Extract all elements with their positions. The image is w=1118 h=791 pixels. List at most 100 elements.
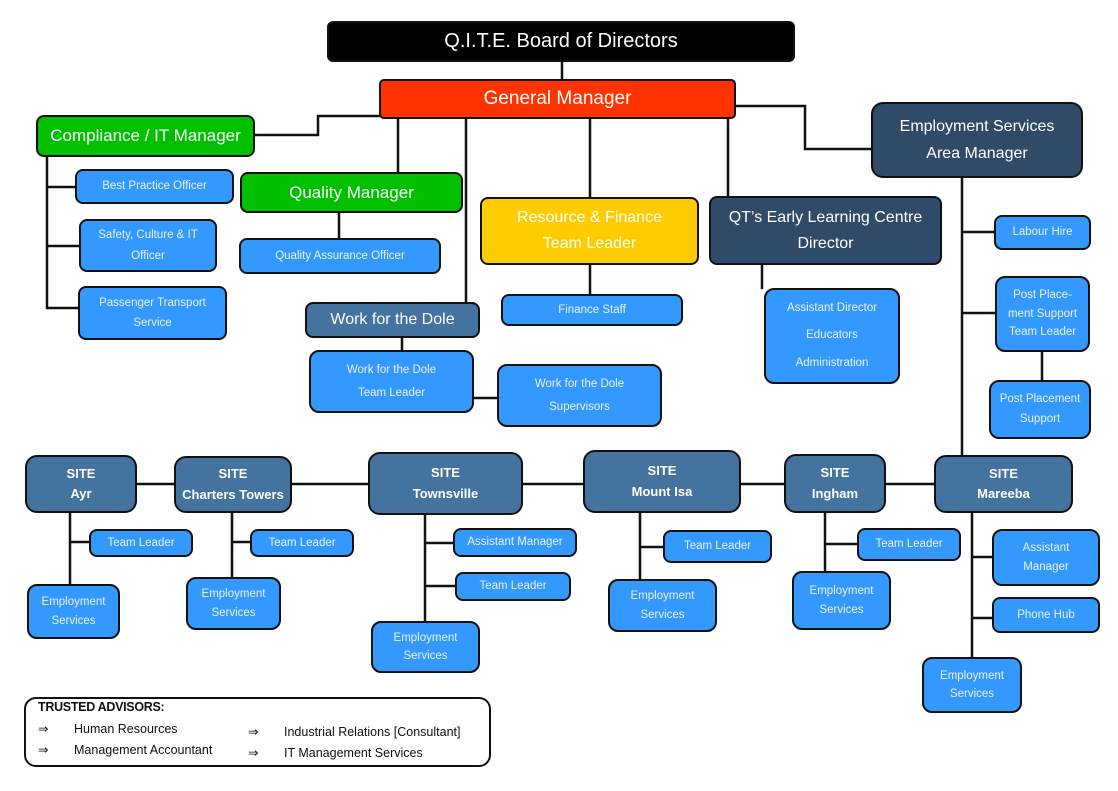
compliance-label: Compliance / IT Manager (50, 126, 241, 146)
ingham-employment-services-box: Employment Services (792, 571, 891, 630)
role-label: Support (1019, 412, 1061, 425)
connector (638, 513, 664, 579)
role-label: Quality Assurance Officer (275, 249, 405, 262)
general-manager-box: General Manager (379, 79, 736, 119)
role-label: ment Support (1007, 307, 1078, 320)
quality-assurance-officer-box: Quality Assurance Officer (239, 238, 441, 274)
role-label: Manager (1023, 560, 1069, 573)
site-charters-towers-box: SITE Charters Towers (174, 456, 292, 513)
role-label: Services (640, 608, 685, 621)
board-label: Q.I.T.E. Board of Directors (444, 30, 678, 52)
role-label: Assistant Manager (467, 536, 563, 549)
resource-finance-team-leader-box: Resource & Finance Team Leader (480, 197, 699, 265)
site-title: SITE (647, 463, 677, 479)
role-label: Safety, Culture & IT (98, 229, 198, 242)
role-label: Phone Hub (1017, 608, 1075, 621)
role-label: Best Practice Officer (102, 180, 207, 193)
early-learning-label: QT’s Early Learning Centre (728, 208, 923, 226)
site-mount-isa-box: SITE Mount Isa (583, 450, 741, 513)
early-learning-label: Director (797, 234, 854, 252)
townsville-team-leader-box: Team Leader (455, 572, 571, 601)
mount-isa-team-leader-box: Team Leader (663, 530, 772, 563)
role-label: Services (949, 688, 995, 700)
role-label: Employment (201, 588, 266, 601)
role-label: Finance Staff (558, 303, 626, 316)
connector (823, 513, 858, 572)
early-learning-centre-director-box: QT’s Early Learning Centre Director (709, 196, 942, 265)
post-placement-team-leader-box: Post Place- ment Support Team Leader (995, 276, 1090, 352)
connector (255, 114, 380, 137)
connector (970, 513, 993, 658)
connector (230, 513, 250, 578)
arrow-icon: ⇒ (38, 743, 49, 757)
work-for-the-dole-label: Work for the Dole (330, 311, 455, 328)
site-title: SITE (431, 465, 460, 481)
trusted-advisors-title: TRUSTED ADVISORS: (38, 700, 165, 714)
connector (423, 515, 456, 622)
site-townsville-box: SITE Townsville (368, 452, 523, 515)
passenger-transport-service-box: Passenger Transport Service (78, 286, 227, 340)
advisor-item: ⇒Industrial Relations [Consultant] (248, 724, 460, 739)
role-label: Educators (806, 329, 858, 342)
site-name: Mareeba (977, 486, 1030, 501)
resource-finance-label: Resource & Finance (517, 209, 662, 227)
role-label: Assistant Director (786, 301, 878, 314)
role-label: Post Place- (1013, 289, 1072, 302)
role-label: Services (403, 650, 448, 662)
ingham-team-leader-box: Team Leader (857, 528, 961, 561)
charters-employment-services-box: Employment Services (186, 577, 281, 630)
role-label: Services (51, 614, 96, 627)
quality-manager-label: Quality Manager (289, 182, 414, 202)
role-label: Services (211, 606, 256, 619)
advisor-item: ⇒Management Accountant (38, 742, 212, 757)
townsville-assistant-manager-box: Assistant Manager (453, 528, 577, 557)
labour-hire-box: Labour Hire (994, 215, 1091, 250)
connector (960, 178, 1044, 455)
connector (68, 513, 90, 584)
board-of-directors-box: Q.I.T.E. Board of Directors (327, 21, 795, 62)
ayr-team-leader-box: Team Leader (89, 529, 193, 557)
role-label: Team Leader (875, 538, 943, 551)
role-label: Employment (393, 631, 458, 644)
site-title: SITE (820, 465, 850, 481)
charters-team-leader-box: Team Leader (250, 529, 354, 557)
role-label: Supervisors (549, 400, 610, 413)
role-label: Service (133, 317, 172, 329)
role-label: Employment (41, 596, 106, 609)
wfd-supervisors-box: Work for the Dole Supervisors (497, 364, 662, 427)
arrow-icon: ⇒ (248, 725, 259, 739)
role-label: Team Leader (1008, 326, 1077, 339)
role-label: Team Leader (107, 536, 175, 549)
site-ayr-box: SITE Ayr (25, 455, 137, 513)
mareeba-assistant-manager-box: Assistant Manager (992, 529, 1100, 586)
safety-culture-it-officer-box: Safety, Culture & IT Officer (79, 219, 217, 272)
role-label: Services (819, 603, 864, 616)
arrow-icon: ⇒ (38, 722, 49, 736)
general-manager-label: General Manager (483, 88, 632, 110)
post-placement-support-box: Post Placement Support (989, 380, 1091, 439)
compliance-it-manager-box: Compliance / IT Manager (36, 115, 255, 157)
role-label: Employment (809, 585, 874, 598)
role-label: Passenger Transport (99, 296, 206, 309)
site-title: SITE (989, 465, 1018, 481)
advisor-item: ⇒Human Resources (38, 721, 178, 736)
employment-services-label: Employment Services (899, 117, 1055, 135)
role-label: Team Leader (268, 536, 336, 549)
employment-services-area-manager-box: Employment Services Area Manager (871, 102, 1083, 178)
mount-isa-employment-services-box: Employment Services (608, 579, 717, 632)
role-label: Labour Hire (1012, 226, 1073, 239)
connector (45, 157, 80, 310)
site-name: Ingham (811, 485, 859, 501)
site-name: Charters Towers (182, 486, 284, 502)
role-label: Work for the Dole (534, 378, 625, 391)
role-label: Administration (795, 356, 869, 369)
mareeba-employment-services-box: Employment Services (922, 657, 1022, 713)
resource-finance-label: Team Leader (542, 235, 637, 252)
role-label: Assistant (1022, 542, 1070, 555)
role-label: Team Leader (683, 540, 752, 553)
trusted-advisors-panel: TRUSTED ADVISORS: ⇒Human Resources ⇒Mana… (24, 697, 491, 767)
role-label: Employment (940, 669, 1004, 682)
advisor-item: ⇒IT Management Services (248, 745, 423, 760)
ayr-employment-services-box: Employment Services (27, 584, 120, 639)
